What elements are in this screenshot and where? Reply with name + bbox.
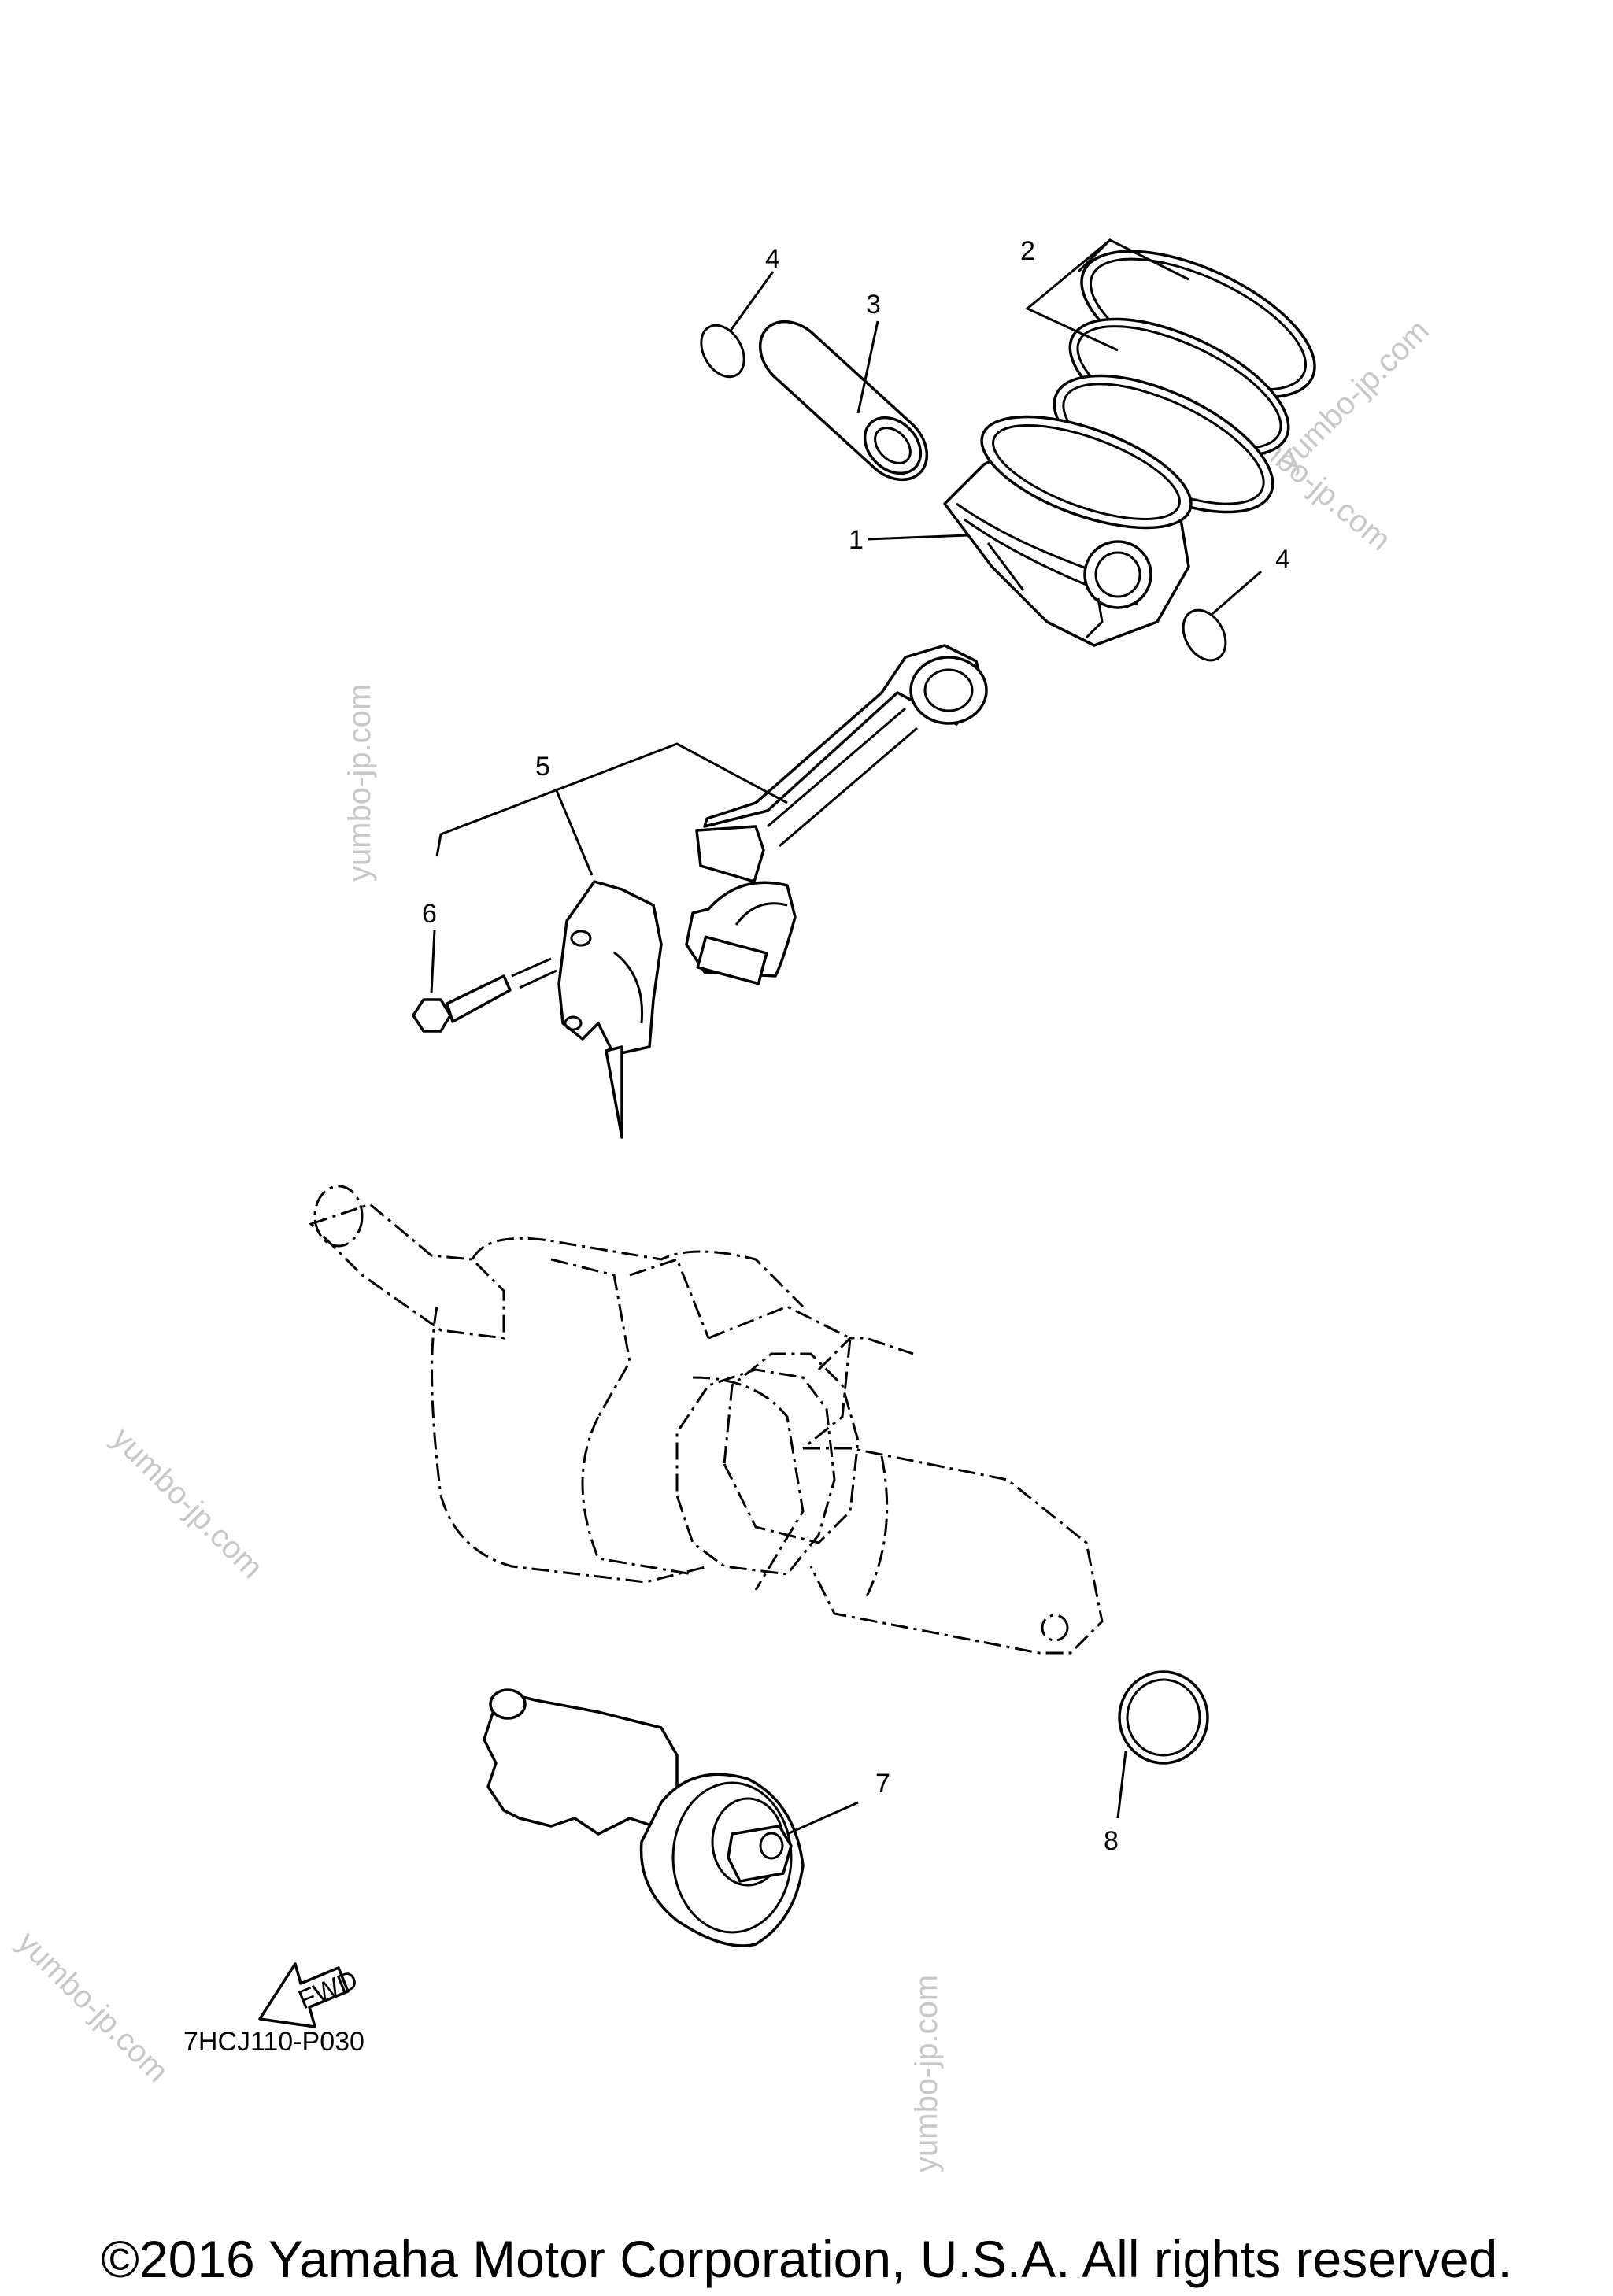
callout-1: 1: [849, 525, 864, 555]
callout-4-upper: 4: [765, 244, 780, 274]
callout-7: 7: [875, 1769, 890, 1799]
watermark-6: yumbo-jp.com: [909, 1975, 944, 2172]
watermark-3: yumbo-jp.com: [342, 684, 377, 882]
rod-cap: [554, 788, 663, 1139]
copyright-notice: ©2016 Yamaha Motor Corporation, U.S.A. A…: [101, 2230, 1512, 2288]
callouts: 1 2 3 4 4 5 6 7 8: [422, 236, 1290, 1856]
watermark-4: yumbo-jp.com: [105, 1421, 270, 1585]
connecting-rod: [685, 644, 988, 985]
rod-bolt: [412, 742, 788, 1033]
callout-3: 3: [866, 290, 881, 320]
balancer-gear: [483, 1688, 859, 1947]
circlip-right: [1182, 570, 1262, 662]
fwd-arrow: FWD: [258, 1962, 362, 2028]
o-ring: [1116, 1670, 1209, 1819]
callout-8: 8: [1104, 1826, 1119, 1856]
crankshaft: [309, 1185, 1104, 1655]
circlip-upper: [700, 271, 775, 379]
crank-gears: [675, 1352, 860, 1576]
callout-6: 6: [422, 899, 437, 929]
diagram-code: 7HCJ110-P030: [183, 2027, 364, 2057]
callout-5: 5: [535, 752, 550, 782]
piston-pin: [758, 320, 929, 482]
piston-rings: [1025, 238, 1316, 514]
piston: [867, 415, 1193, 647]
watermark-7: yumbo-jp.com: [11, 1924, 176, 2089]
callout-2: 2: [1020, 236, 1035, 266]
callout-4-right: 4: [1275, 545, 1290, 575]
